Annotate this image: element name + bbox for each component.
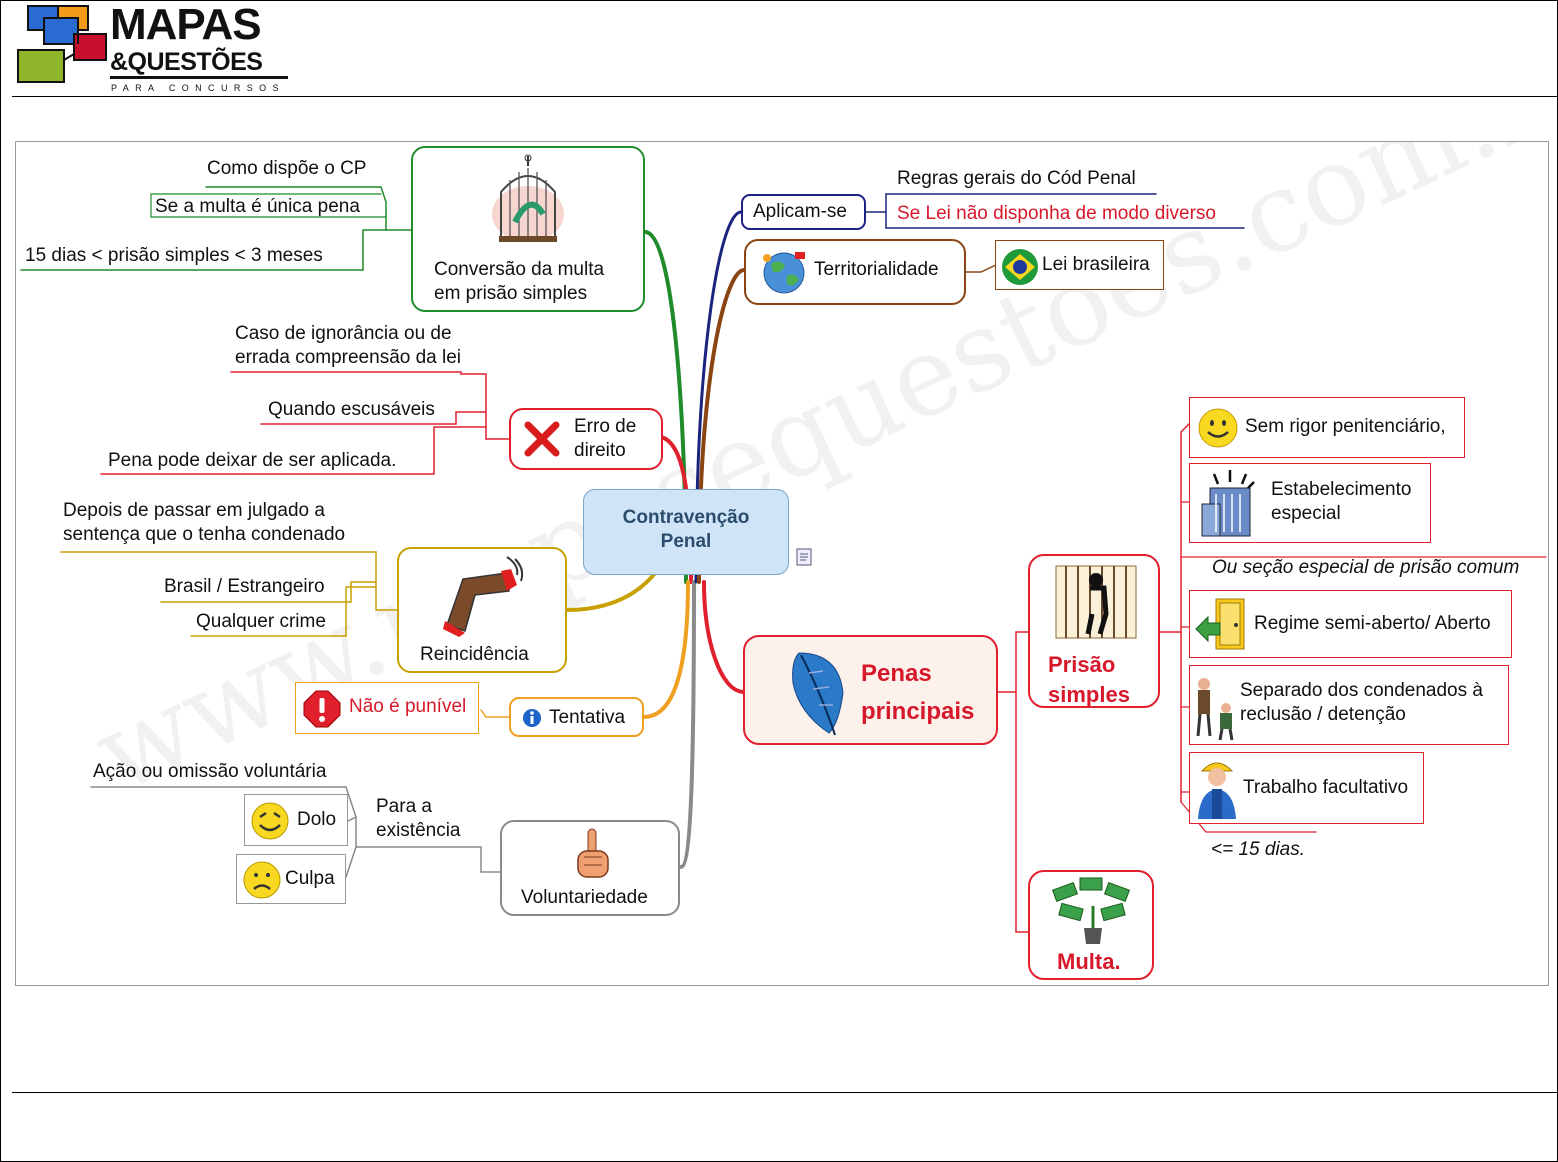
conversao-item-2: Se a multa é única pena [155,196,360,217]
erro-label: Erro de direito [574,416,637,461]
brazil-flag-icon [1000,247,1040,287]
prisao-item-5: Separado dos condenados à reclusão / det… [1189,665,1509,745]
prisao-item-3-text: Ou seção especial de prisão comum [1212,557,1520,578]
pointing-hand-icon [570,826,614,882]
tentativa-label: Tentativa [549,707,626,728]
conversao-item-1: Como dispõe o CP [207,158,367,179]
building-icon [1194,468,1266,540]
central-label: Contravenção Penal [622,507,750,552]
aplicam-label: Aplicam-se [753,201,847,222]
reincidencia-item-3: Qualquer crime [196,611,326,632]
logo: MAPAS &QUESTÕES PARA CONCURSOS [14,0,304,96]
logo-subtitle: &QUESTÕES [110,48,263,76]
logo-title: MAPAS [110,0,262,49]
aplicam-item-2: Se Lei não disponha de modo diverso [897,203,1217,224]
dolo-box: Dolo [244,794,348,846]
multa-label: Multa. [1057,949,1121,974]
conversao-node[interactable]: Conversão da multa em prisão simples [411,146,645,312]
aplicam-node[interactable]: Aplicam-se [741,194,866,230]
prisao-item-4: Regime semi-aberto/ Aberto [1189,590,1512,658]
smiley-icon [249,800,291,842]
jail-icon [1052,562,1140,642]
aplicam-item-1: Regras gerais do Cód Penal [897,168,1136,189]
voluntariedade-node[interactable]: Voluntariedade [500,820,680,916]
penas-label: Penas principais [861,660,975,725]
footer-divider [12,1092,1558,1093]
note-icon[interactable] [795,547,813,567]
sad-face-icon [241,859,283,901]
red-x-icon [521,418,563,460]
dolo-label: Dolo [297,809,337,830]
prisao-item-2-text: Estabelecimento especial [1271,479,1412,524]
nao-punivel-text: Não é punível [349,696,467,717]
tentativa-node[interactable]: Tentativa [509,697,644,737]
reincidencia-item-1: Depois de passar em julgado a sentença q… [63,500,346,545]
territorialidade-label: Territorialidade [814,259,939,280]
logo-bar [110,76,288,79]
voluntariedade-item-1: Ação ou omissão voluntária [93,761,327,782]
header-divider [12,96,1558,97]
prisao-node[interactable]: Prisão simples [1028,554,1160,708]
money-plant-icon [1046,876,1138,946]
voluntariedade-sub: Para a existência [376,796,461,841]
central-node[interactable]: Contravenção Penal [583,489,789,575]
connectors [20,186,1547,933]
territorialidade-node[interactable]: Territorialidade [744,239,966,305]
mind-map: www.mapasequestoes.com.br/ [15,141,1549,986]
prisao-item-1-text: Sem rigor penitenciário, [1245,416,1446,437]
smiley-icon [1196,406,1240,450]
penas-node[interactable]: Penas principais [743,635,998,745]
prisao-item-4-text: Regime semi-aberto/ Aberto [1254,613,1491,634]
alert-icon [302,689,342,729]
feather-icon [769,643,861,739]
erro-item-3: Pena pode deixar de ser aplicada. [108,450,397,471]
reincidencia-item-2: Brasil / Estrangeiro [164,576,325,597]
reincidencia-label: Reincidência [420,644,529,665]
prisao-item-1: Sem rigor penitenciário, [1189,397,1465,458]
info-icon [521,707,543,729]
logo-squares-icon [17,5,107,83]
globe-icon [758,247,810,299]
boomerang-icon [437,555,527,637]
conversao-label: Conversão da multa em prisão simples [434,259,605,304]
prisao-label: Prisão simples [1048,652,1130,707]
voluntariedade-label: Voluntariedade [521,887,648,908]
prisao-item-6-text: Trabalho facultativo [1243,777,1409,798]
logo-tagline: PARA CONCURSOS [111,83,285,93]
nao-punivel-box: Não é punível [295,682,479,734]
lei-brasileira-text: Lei brasileira [1042,254,1150,275]
prisao-item-2: Estabelecimento especial [1189,463,1431,543]
multa-node[interactable]: Multa. [1028,870,1154,980]
prisao-item-5-text: Separado dos condenados à reclusão / det… [1240,680,1483,725]
erro-item-2: Quando escusáveis [268,399,435,420]
reincidencia-node[interactable]: Reincidência [397,547,567,673]
culpa-label: Culpa [285,868,335,889]
conversao-item-3: 15 dias < prisão simples < 3 meses [25,245,323,266]
prisao-item-6: Trabalho facultativo [1189,752,1424,824]
prisao-item-7-text: <= 15 dias. [1211,839,1306,860]
birdcage-icon [485,152,571,248]
lei-brasileira-box: Lei brasileira [995,240,1164,290]
exit-door-icon [1194,595,1250,653]
erro-item-1: Caso de ignorância ou de errada compreen… [235,323,462,368]
people-icon [1192,670,1238,742]
culpa-box: Culpa [236,854,346,904]
erro-node[interactable]: Erro de direito [509,408,663,470]
worker-icon [1192,755,1242,821]
